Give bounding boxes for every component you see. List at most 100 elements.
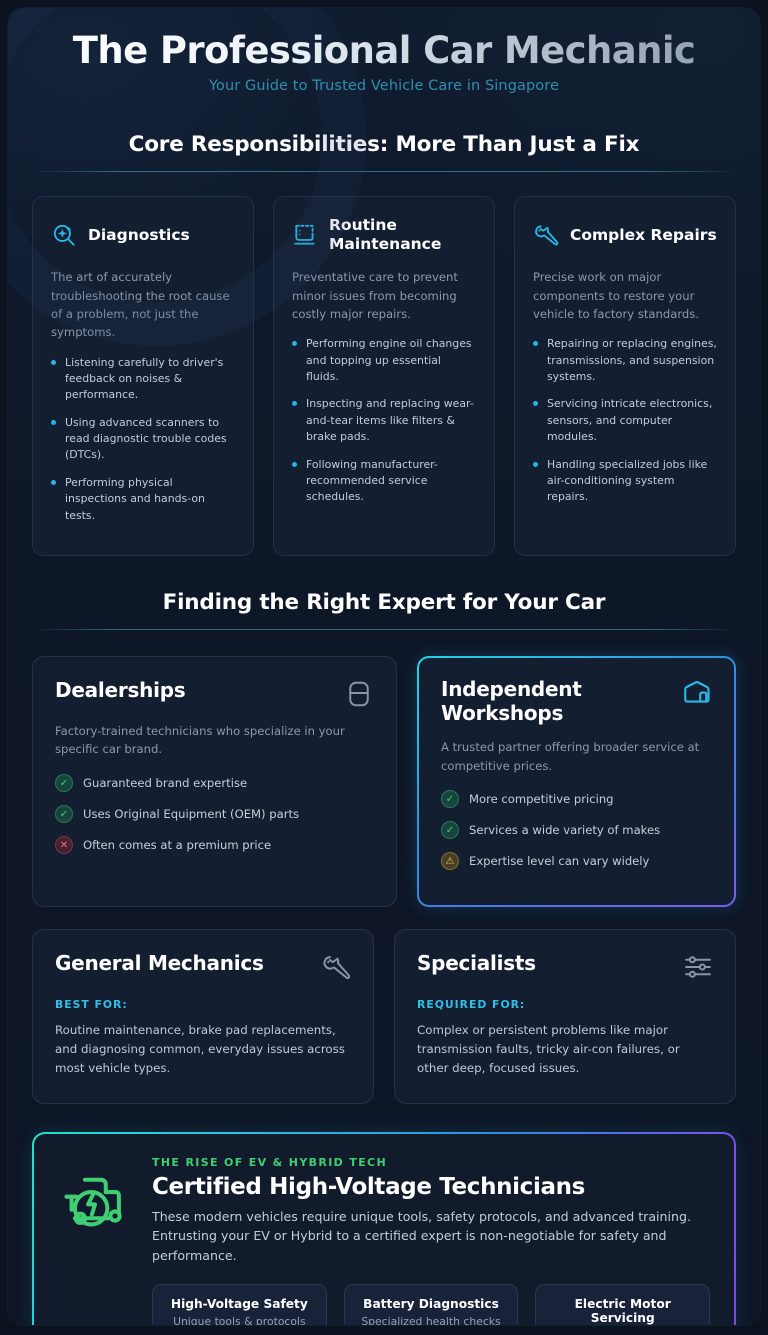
diagnostics-magnifier-sparkle-icon — [51, 222, 77, 248]
responsibilities-section-header: Core Responsibilities: More Than Just a … — [8, 132, 760, 173]
info-card-name: General Mechanics — [55, 951, 264, 976]
list-item-text: Handling specialized jobs like air-condi… — [547, 457, 708, 504]
list-item: Listening carefully to driver's feedback… — [51, 355, 235, 404]
list-item-text: Following manufacturer-recommended servi… — [306, 457, 438, 504]
infographic-frame: The Professional Car Mechanic Your Guide… — [8, 8, 760, 1325]
list-item-text: More competitive pricing — [469, 792, 614, 807]
card-header: General Mechanics — [55, 952, 351, 982]
info-card-label: REQUIRED FOR: — [417, 998, 526, 1012]
responsibility-card-complex-repairs: Complex Repairs Precise work on major co… — [514, 196, 736, 556]
bullet-dot-icon — [292, 341, 297, 347]
ev-pill-battery-diagnostics: Battery Diagnostics Specialized health c… — [343, 1284, 519, 1325]
card-header: Routine Maintenance — [292, 215, 476, 255]
ev-banner-body: THE RISE OF EV & HYBRID TECH Certified H… — [152, 1155, 711, 1325]
list-item: ✓ Guaranteed brand expertise — [55, 774, 374, 793]
list-item: Performing engine oil changes and toppin… — [292, 336, 476, 385]
list-item: ⚠ Expertise level can vary widely — [441, 852, 712, 871]
expert-point-list: ✓ More competitive pricing ✓ Services a … — [441, 790, 712, 871]
ev-banner-inner: THE RISE OF EV & HYBRID TECH Certified H… — [34, 1133, 734, 1325]
list-item-text: Inspecting and replacing wear-and-tear i… — [306, 397, 474, 444]
complex-repairs-wrench-icon — [533, 222, 559, 248]
responsibility-card-routine-maintenance: Routine Maintenance Preventative care to… — [273, 196, 495, 556]
card-inner: Independent Workshops A trusted partner … — [419, 657, 734, 906]
responsibility-description: The art of accurately troubleshooting th… — [51, 270, 230, 340]
section-divider — [34, 628, 734, 630]
pill-subtitle: Unique tools & protocols — [173, 1315, 306, 1325]
check-icon: ✓ — [55, 805, 73, 824]
card-header: Complex Repairs — [533, 215, 717, 255]
ev-car-charging-icon — [58, 1162, 132, 1236]
list-item-text: Guaranteed brand expertise — [83, 776, 248, 791]
list-item-text: Using advanced scanners to read diagnost… — [65, 415, 227, 462]
ev-banner-wrap: THE RISE OF EV & HYBRID TECH Certified H… — [8, 1131, 760, 1325]
pill-title: Battery Diagnostics — [363, 1297, 499, 1312]
list-item: Using advanced scanners to read diagnost… — [51, 415, 235, 464]
list-item-text: Performing engine oil changes and toppin… — [306, 337, 472, 384]
info-card-text: Routine maintenance, brake pad replaceme… — [55, 1023, 345, 1076]
check-icon: ✓ — [55, 774, 73, 793]
expert-point-list: ✓ Guaranteed brand expertise ✓ Uses Orig… — [55, 774, 374, 855]
list-item: Handling specialized jobs like air-condi… — [533, 457, 717, 506]
sliders-icon — [683, 952, 713, 982]
responsibility-bullet-list: Listening carefully to driver's feedback… — [51, 355, 235, 524]
responsibility-title: Complex Repairs — [570, 225, 717, 244]
pill-title: High-Voltage Safety — [170, 1297, 308, 1312]
routine-maintenance-calendar-icon — [292, 222, 318, 248]
list-item-text: Services a wide variety of makes — [469, 823, 661, 838]
cross-icon: ✕ — [55, 836, 73, 855]
list-item: ✓ Uses Original Equipment (OEM) parts — [55, 805, 374, 824]
info-card-text: Complex or persistent problems like majo… — [417, 1023, 680, 1076]
card-header: Diagnostics — [51, 215, 235, 255]
ev-banner: THE RISE OF EV & HYBRID TECH Certified H… — [32, 1131, 736, 1325]
ev-pill-electric-motor-servicing: Electric Motor Servicing Advanced compon… — [535, 1284, 711, 1325]
check-icon: ✓ — [441, 790, 459, 809]
list-item: Inspecting and replacing wear-and-tear i… — [292, 396, 476, 445]
responsibilities-section-title: Core Responsibilities: More Than Just a … — [128, 132, 640, 158]
list-item-text: Performing physical inspections and hand… — [65, 475, 205, 522]
info-card-specialists: Specialists REQUIRED FOR: Complex or — [394, 929, 736, 1104]
responsibility-title: Diagnostics — [88, 225, 190, 244]
workshop-garage-icon — [682, 678, 712, 708]
responsibility-card-diagnostics: Diagnostics The art of accurately troubl… — [32, 196, 254, 556]
list-item-text: Listening carefully to driver's feedback… — [65, 355, 224, 402]
expert-name: Independent Workshops — [441, 676, 582, 725]
info-card-label: BEST FOR: — [55, 998, 128, 1012]
page-title: The Professional Car Mechanic — [34, 30, 734, 72]
list-item-text: Uses Original Equipment (OEM) parts — [83, 807, 300, 822]
section-divider — [34, 171, 734, 173]
warning-icon: ⚠ — [441, 852, 459, 871]
wrench-icon — [321, 952, 351, 982]
dealership-building-icon — [344, 679, 374, 709]
ev-pill-row: High-Voltage Safety Unique tools & proto… — [152, 1284, 711, 1325]
bullet-dot-icon — [533, 341, 538, 347]
bullet-dot-icon — [292, 461, 297, 467]
list-item: Servicing intricate electronics, sensors… — [533, 396, 717, 445]
card-header: Specialists — [417, 952, 713, 982]
expert-card-dealerships: Dealerships Factory-trained technicians … — [32, 655, 397, 908]
experts-section-title: Finding the Right Expert for Your Car — [162, 589, 606, 615]
pill-subtitle: Specialized health checks — [361, 1315, 501, 1325]
list-item-text: Often comes at a premium price — [83, 838, 272, 853]
list-item-text: Repairing or replacing engines, transmis… — [547, 337, 717, 384]
responsibility-description: Precise work on major components to rest… — [533, 270, 699, 322]
expert-description: A trusted partner offering broader servi… — [441, 740, 700, 773]
list-item: Repairing or replacing engines, transmis… — [533, 336, 717, 385]
list-item: Following manufacturer-recommended servi… — [292, 457, 476, 506]
list-item-text: Servicing intricate electronics, sensors… — [547, 397, 713, 444]
ev-text: These modern vehicles require unique too… — [152, 1208, 692, 1263]
list-item: ✓ Services a wide variety of makes — [441, 821, 712, 840]
list-item: ✓ More competitive pricing — [441, 790, 712, 809]
card-header: Independent Workshops — [441, 676, 712, 725]
ev-title: Certified High-Voltage Technicians — [152, 1173, 586, 1200]
list-item: Performing physical inspections and hand… — [51, 475, 235, 524]
bullet-dot-icon — [51, 419, 56, 425]
ev-kicker: THE RISE OF EV & HYBRID TECH — [152, 1155, 388, 1169]
expert-description: Factory-trained technicians who speciali… — [55, 723, 345, 757]
bullet-dot-icon — [533, 401, 538, 407]
expert-name: Dealerships — [55, 677, 186, 702]
header: The Professional Car Mechanic Your Guide… — [8, 8, 760, 98]
responsibilities-card-row: Diagnostics The art of accurately troubl… — [8, 196, 760, 556]
check-icon: ✓ — [441, 821, 459, 840]
responsibility-bullet-list: Repairing or replacing engines, transmis… — [533, 336, 717, 505]
